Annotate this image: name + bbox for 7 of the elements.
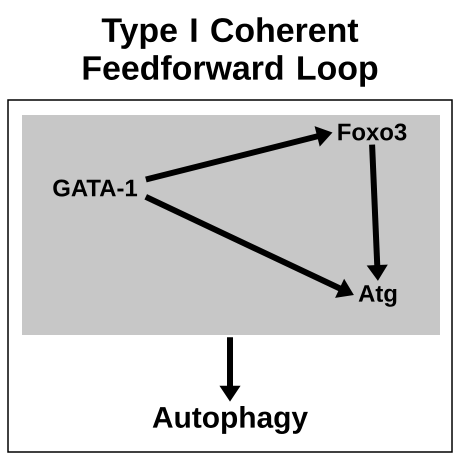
gene-label: GATA-1 bbox=[53, 180, 138, 196]
shaded-panel bbox=[22, 115, 440, 335]
title: Type I Coherent Feedforward Loop bbox=[84, 17, 378, 87]
gene-label: Foxo3 bbox=[338, 124, 406, 140]
gene-label: Atg bbox=[358, 285, 396, 307]
panel-frame bbox=[7, 99, 453, 453]
process-label: Autophagy bbox=[152, 406, 308, 434]
